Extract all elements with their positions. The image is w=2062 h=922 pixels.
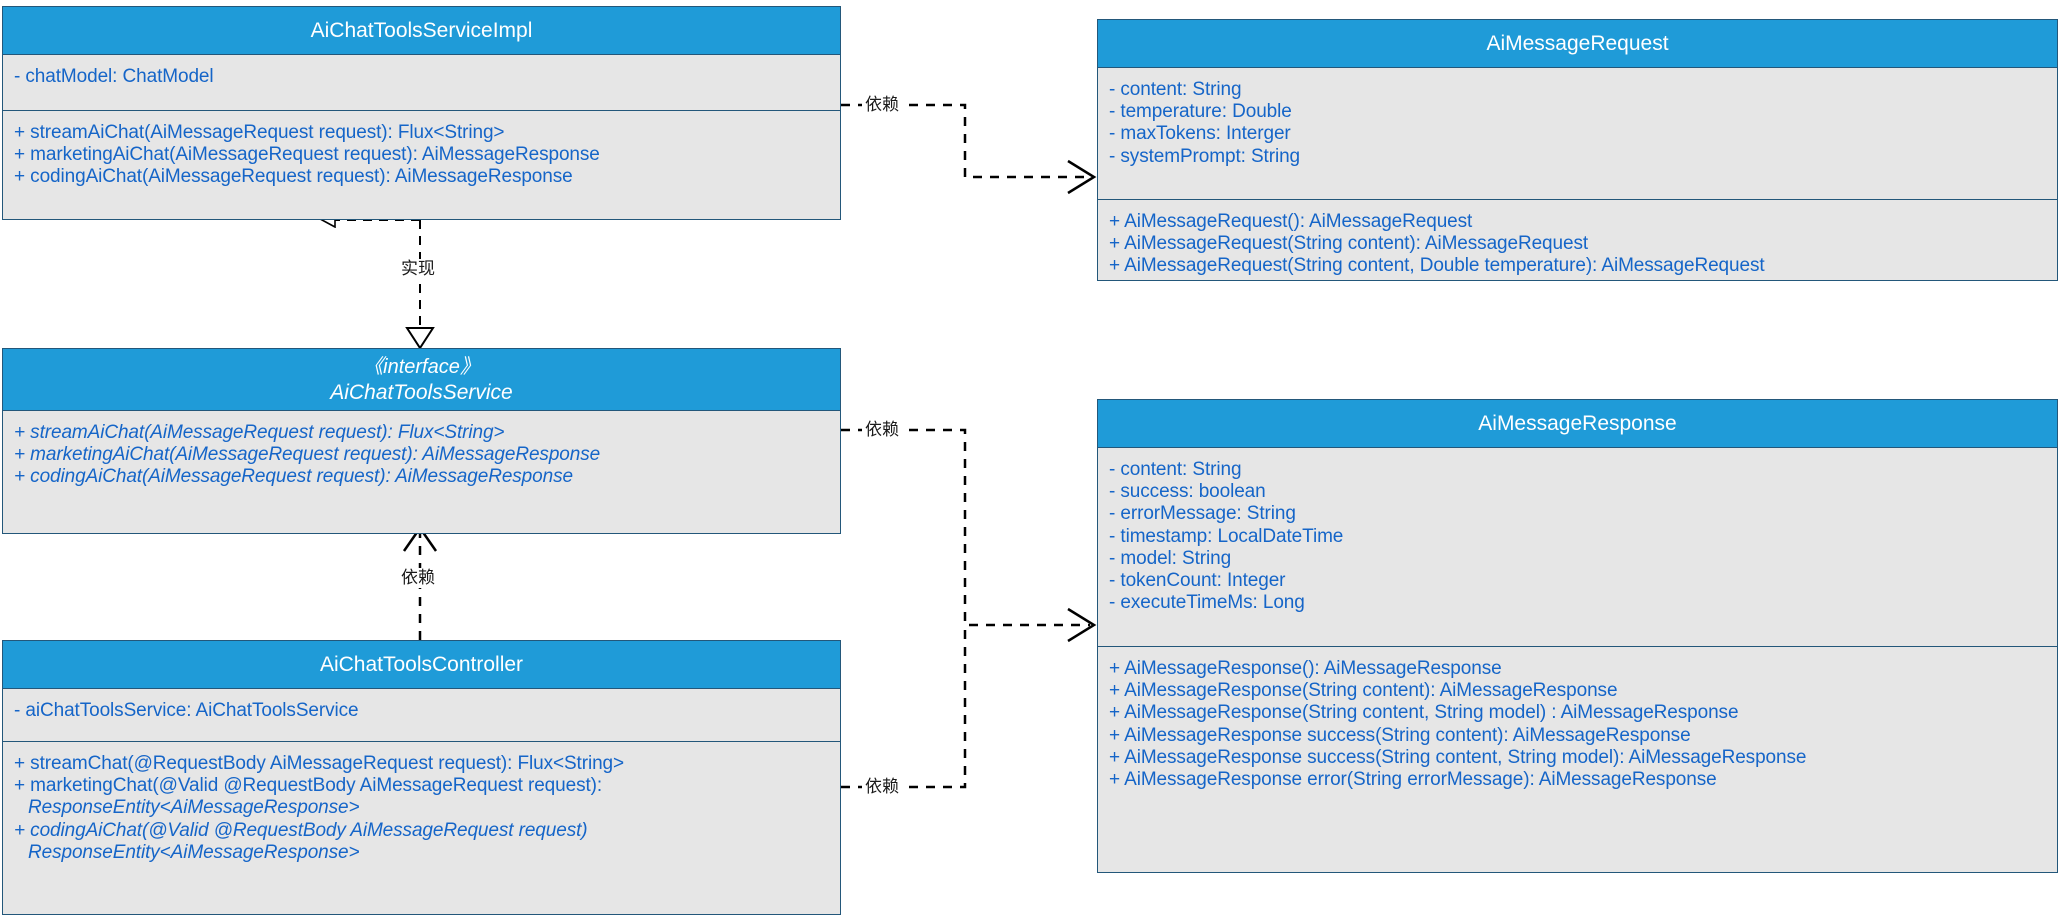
method-row: + AiMessageResponse(): AiMessageResponse (1109, 658, 1502, 679)
dependency-impl-request-arrow (1067, 159, 1097, 195)
method-row: + AiMessageResponse(String content, Stri… (1109, 702, 1739, 724)
class-header-controller: AiChatToolsController (3, 641, 840, 689)
method-row: + AiMessageResponse success(String conte… (1109, 746, 1807, 768)
class-ai-message-response[interactable]: AiMessageResponse - content: String - su… (1097, 399, 2058, 873)
label-dependency-interface-response: 依赖 (862, 420, 902, 440)
class-header-service-impl: AiChatToolsServiceImpl (3, 7, 840, 55)
methods-section-service-impl: + streamAiChat(AiMessageRequest request)… (3, 110, 840, 219)
methods-section-controller: + streamChat(@RequestBody AiMessageReque… (3, 741, 840, 914)
method-row: + streamAiChat(AiMessageRequest request)… (14, 422, 505, 443)
method-row: + codingAiChat(AiMessageRequest request)… (14, 466, 573, 488)
class-title-message-request: AiMessageRequest (1486, 31, 1669, 55)
attribute-row: - model: String (1109, 547, 1232, 569)
method-row: + streamAiChat(AiMessageRequest request)… (14, 122, 505, 143)
method-row: + codingAiChat(@Valid @RequestBody AiMes… (14, 819, 588, 841)
attributes-section-controller: - aiChatToolsService: AiChatToolsService (3, 689, 840, 741)
attribute-row: - content: String (1109, 459, 1242, 480)
class-header-service-interface: 《interface》 AiChatToolsService (3, 349, 840, 411)
method-row: + AiMessageRequest(String content): AiMe… (1109, 233, 1589, 255)
attributes-section-message-response: - content: String - success: boolean - e… (1098, 448, 2057, 646)
methods-section-message-response: + AiMessageResponse(): AiMessageResponse… (1098, 646, 2057, 872)
method-row: + AiMessageRequest(): AiMessageRequest (1109, 211, 1473, 232)
method-row: + AiMessageResponse error(String errorMe… (1109, 769, 1717, 791)
method-row-continuation: ResponseEntity<AiMessageResponse> (28, 841, 360, 863)
class-ai-message-request[interactable]: AiMessageRequest - content: String - tem… (1097, 19, 2058, 281)
attribute-row: - tokenCount: Integer (1109, 570, 1286, 592)
attribute-row: - temperature: Double (1109, 101, 1292, 123)
method-row: + marketingAiChat(AiMessageRequest reque… (14, 144, 600, 166)
attribute-row: - maxTokens: Interger (1109, 123, 1291, 145)
attributes-section-service-impl: - chatModel: ChatModel (3, 55, 840, 110)
attribute-row: - content: String (1109, 79, 1242, 100)
attribute-row: - timestamp: LocalDateTime (1109, 525, 1344, 547)
label-dependency-impl-request: 依赖 (862, 95, 902, 115)
class-ai-chat-tools-service[interactable]: 《interface》 AiChatToolsService + streamA… (2, 348, 841, 534)
method-row: + AiMessageResponse(String content): AiM… (1109, 680, 1618, 702)
class-header-message-response: AiMessageResponse (1098, 400, 2057, 448)
method-row: + marketingChat(@Valid @RequestBody AiMe… (14, 775, 603, 797)
stereotype-interface: 《interface》 (363, 355, 480, 378)
attributes-section-message-request: - content: String - temperature: Double … (1098, 68, 2057, 199)
method-row-continuation: ResponseEntity<AiMessageResponse> (28, 797, 360, 819)
method-row: + AiMessageResponse success(String conte… (1109, 724, 1691, 746)
attribute-row: - systemPrompt: String (1109, 145, 1301, 167)
realization-triangle (405, 327, 435, 350)
method-row: + streamChat(@RequestBody AiMessageReque… (14, 753, 625, 774)
class-title-service-interface: AiChatToolsService (330, 380, 513, 404)
attribute-row: - errorMessage: String (1109, 503, 1296, 525)
class-title-message-response: AiMessageResponse (1478, 411, 1677, 435)
method-row: + codingAiChat(AiMessageRequest request)… (14, 166, 573, 188)
attribute-row: - executeTimeMs: Long (1109, 592, 1305, 614)
dependency-impl-request-line (841, 103, 1090, 179)
label-dependency-controller-interface: 依赖 (398, 568, 438, 588)
method-row: + AiMessageRequest(String content, Doubl… (1109, 255, 1765, 277)
class-header-message-request: AiMessageRequest (1098, 20, 2057, 68)
class-title-service-impl: AiChatToolsServiceImpl (310, 18, 533, 42)
label-realization-impl-interface: 实现 (398, 259, 438, 279)
method-row: + marketingAiChat(AiMessageRequest reque… (14, 444, 601, 466)
label-dependency-controller-response: 依赖 (862, 777, 902, 797)
class-title-controller: AiChatToolsController (319, 652, 524, 676)
attribute-row: - success: boolean (1109, 481, 1266, 503)
dependency-controller-response-line (841, 625, 967, 789)
class-ai-chat-tools-service-impl[interactable]: AiChatToolsServiceImpl - chatModel: Chat… (2, 6, 841, 220)
attribute-row: - chatModel: ChatModel (14, 66, 214, 87)
methods-section-service-interface: + streamAiChat(AiMessageRequest request)… (3, 411, 840, 533)
class-ai-chat-tools-controller[interactable]: AiChatToolsController - aiChatToolsServi… (2, 640, 841, 915)
methods-section-message-request: + AiMessageRequest(): AiMessageRequest +… (1098, 199, 2057, 280)
dependency-interface-response-arrow (1067, 607, 1097, 643)
dependency-interface-response-line (841, 428, 1090, 627)
attribute-row: - aiChatToolsService: AiChatToolsService (14, 700, 359, 721)
